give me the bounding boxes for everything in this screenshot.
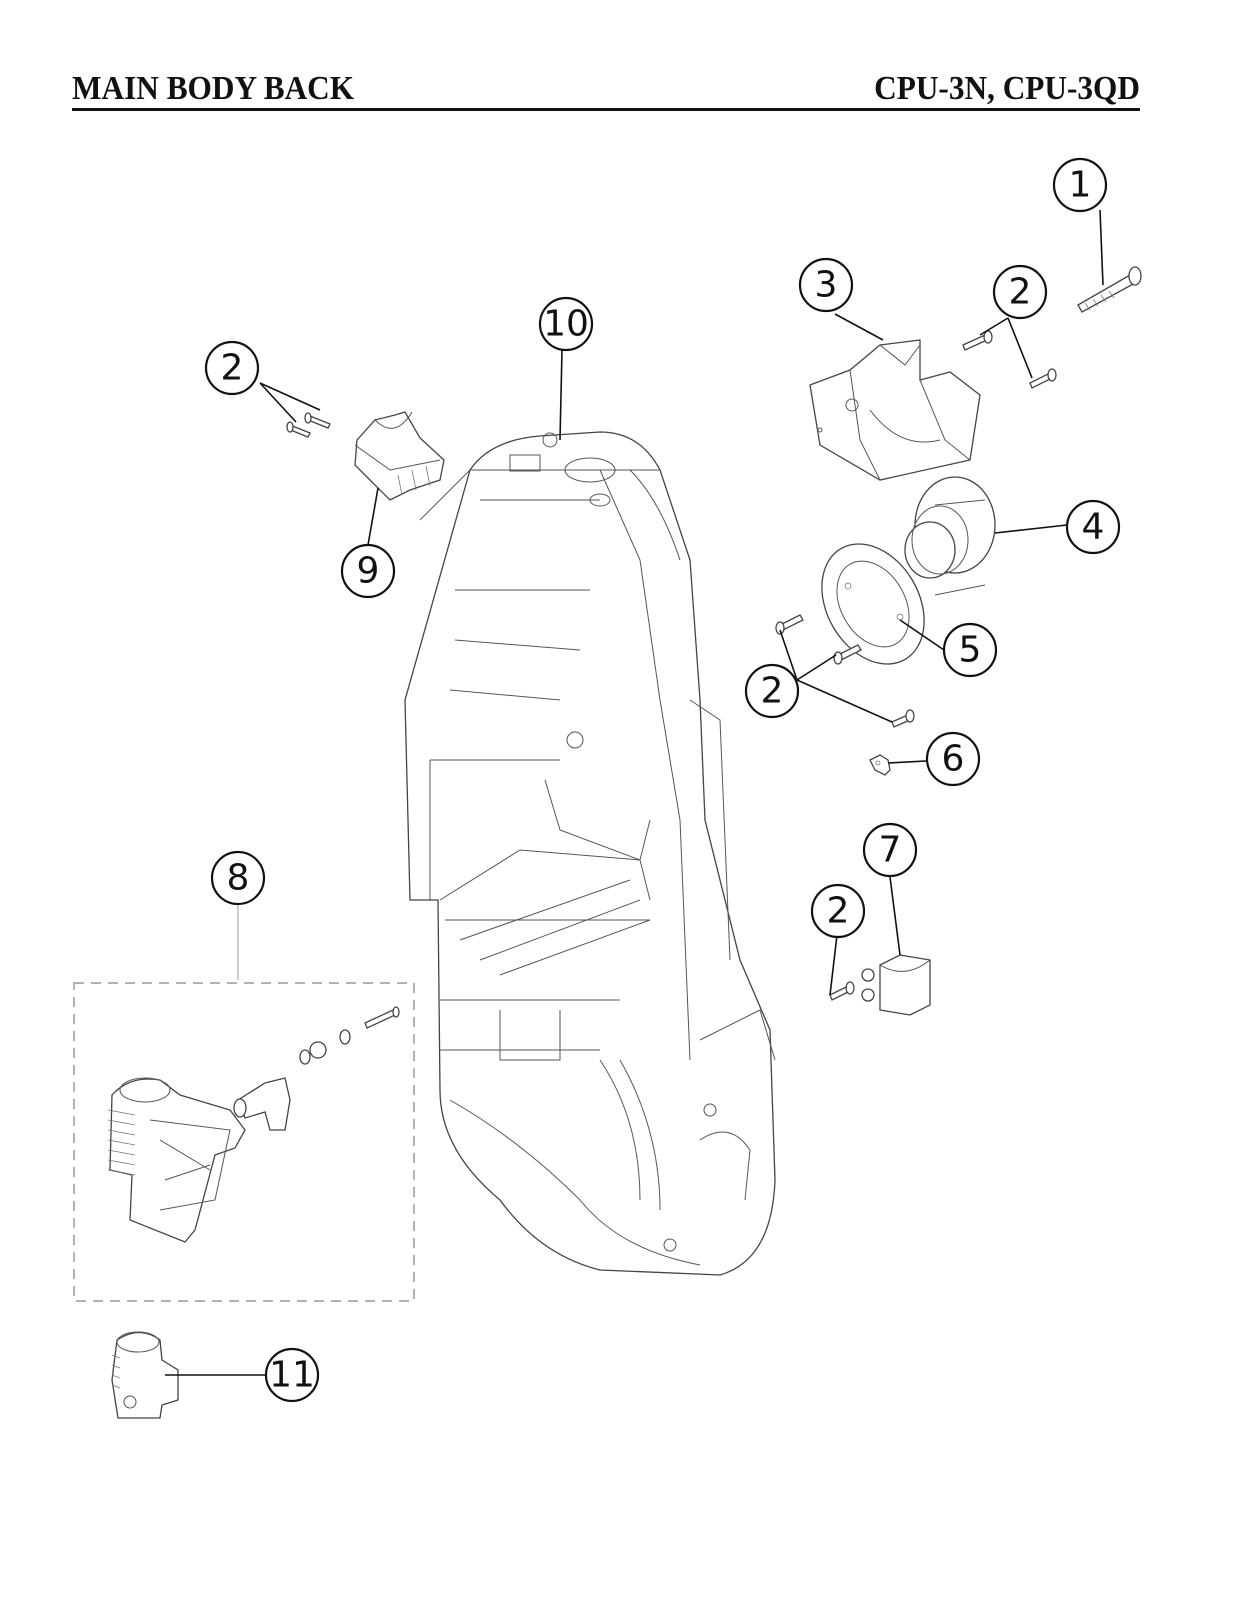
callout-6: 6	[925, 731, 981, 787]
kit-dashed-border	[73, 982, 415, 1302]
callout-label: 10	[543, 304, 589, 345]
callout-label: 2	[761, 671, 784, 712]
section-title: MAIN BODY BACK	[72, 70, 355, 107]
callout-5: 5	[942, 622, 998, 678]
callout-2: 2	[204, 340, 260, 396]
header-rule	[72, 108, 1140, 111]
callout-label: 2	[1009, 272, 1032, 313]
screw-lower-right-part	[829, 981, 855, 1001]
model-numbers: CPU-3N, CPU-3QD	[874, 70, 1140, 107]
callout-11: 11	[264, 1347, 320, 1403]
callout-9: 9	[340, 543, 396, 599]
callout-2: 2	[810, 883, 866, 939]
tool-holder-clip-part	[111, 1331, 179, 1419]
callout-label: 3	[815, 265, 838, 306]
callout-label: 4	[1082, 507, 1105, 548]
callout-label: 11	[269, 1355, 315, 1396]
cord-hook-part	[354, 411, 445, 501]
long-screw-part	[1077, 266, 1142, 313]
callout-1: 1	[1052, 157, 1108, 213]
small-clip-part	[869, 754, 891, 776]
leader-lines	[165, 209, 1104, 1376]
screws-upper-left-part	[286, 412, 331, 438]
main-body-back-part	[404, 431, 776, 1276]
callout-10: 10	[538, 296, 594, 352]
callout-7: 7	[862, 822, 918, 878]
callout-4: 4	[1065, 499, 1121, 555]
callout-label: 9	[357, 551, 380, 592]
hose-inlet-part	[904, 476, 996, 596]
callout-label: 2	[221, 348, 244, 389]
callout-8: 8	[210, 850, 266, 906]
callout-label: 8	[227, 858, 250, 899]
callout-2: 2	[744, 663, 800, 719]
screws-upper-right-part	[962, 330, 1057, 389]
callout-3: 3	[798, 257, 854, 313]
callout-label: 7	[879, 830, 902, 871]
inlet-gasket-part	[821, 543, 925, 665]
tool-holder-assembly-kit	[73, 982, 415, 1302]
callout-label: 2	[827, 891, 850, 932]
screws-middle-right-part	[775, 614, 915, 728]
callout-label: 1	[1069, 165, 1092, 206]
switch-housing-part	[861, 954, 931, 1016]
callout-label: 5	[959, 630, 982, 671]
handle-bracket-part	[809, 339, 981, 481]
callout-2: 2	[992, 264, 1048, 320]
callout-label: 6	[942, 739, 965, 780]
